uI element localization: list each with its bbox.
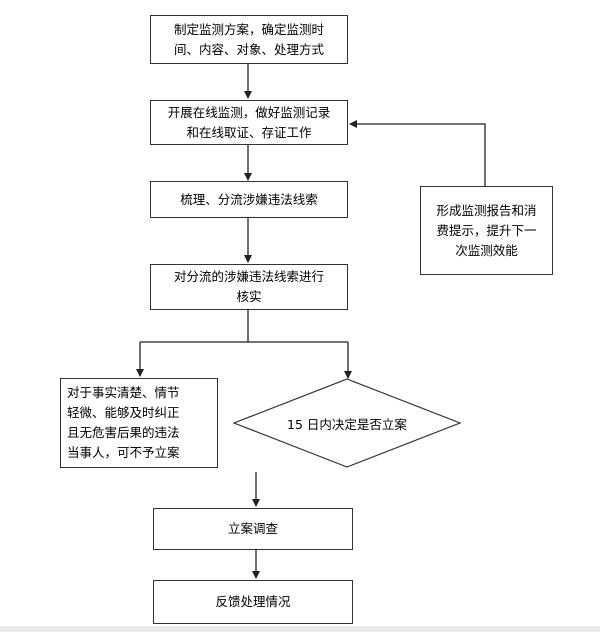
step-no-case-label: 对于事实清楚、情节 轻微、能够及时纠正 且无危害后果的违法 当事人，可不予立案: [67, 385, 180, 460]
arrow-report-to-monitor: [349, 120, 486, 186]
step-report-label: 形成监测报告和消 费提示，提升下一 次监测效能: [436, 202, 537, 258]
step-no-case: 对于事实清楚、情节 轻微、能够及时纠正 且无危害后果的违法 当事人，可不予立案: [60, 378, 218, 468]
step-online-monitor-label: 开展在线监测，做好监测记录 和在线取证、存证工作: [167, 104, 331, 140]
step-plan-label: 制定监测方案，确定监测时 间、内容、对象、处理方式: [173, 21, 324, 57]
step-investigate-label: 立案调查: [227, 521, 278, 536]
step-report: 形成监测报告和消 费提示，提升下一 次监测效能: [420, 186, 553, 275]
step-verify-clues: 对分流的涉嫌违法线索进行 核实: [150, 264, 348, 310]
step-feedback: 反馈处理情况: [153, 580, 353, 624]
step-feedback-label: 反馈处理情况: [215, 594, 291, 609]
decision-diamond: [232, 378, 462, 468]
step-online-monitor: 开展在线监测，做好监测记录 和在线取证、存证工作: [150, 100, 348, 145]
step-verify-clues-label: 对分流的涉嫌违法线索进行 核实: [173, 269, 324, 304]
decision-label-area: 15 日内决定是否立案: [260, 410, 434, 436]
bottom-edge-strip: [0, 626, 600, 632]
decision-label: 15 日内决定是否立案: [287, 416, 407, 432]
step-sort-clues: 梳理、分流涉嫌违法线索: [150, 181, 348, 218]
step-plan: 制定监测方案，确定监测时 间、内容、对象、处理方式: [150, 15, 348, 64]
step-investigate: 立案调查: [153, 508, 353, 550]
step-sort-clues-label: 梳理、分流涉嫌违法线索: [180, 191, 318, 207]
